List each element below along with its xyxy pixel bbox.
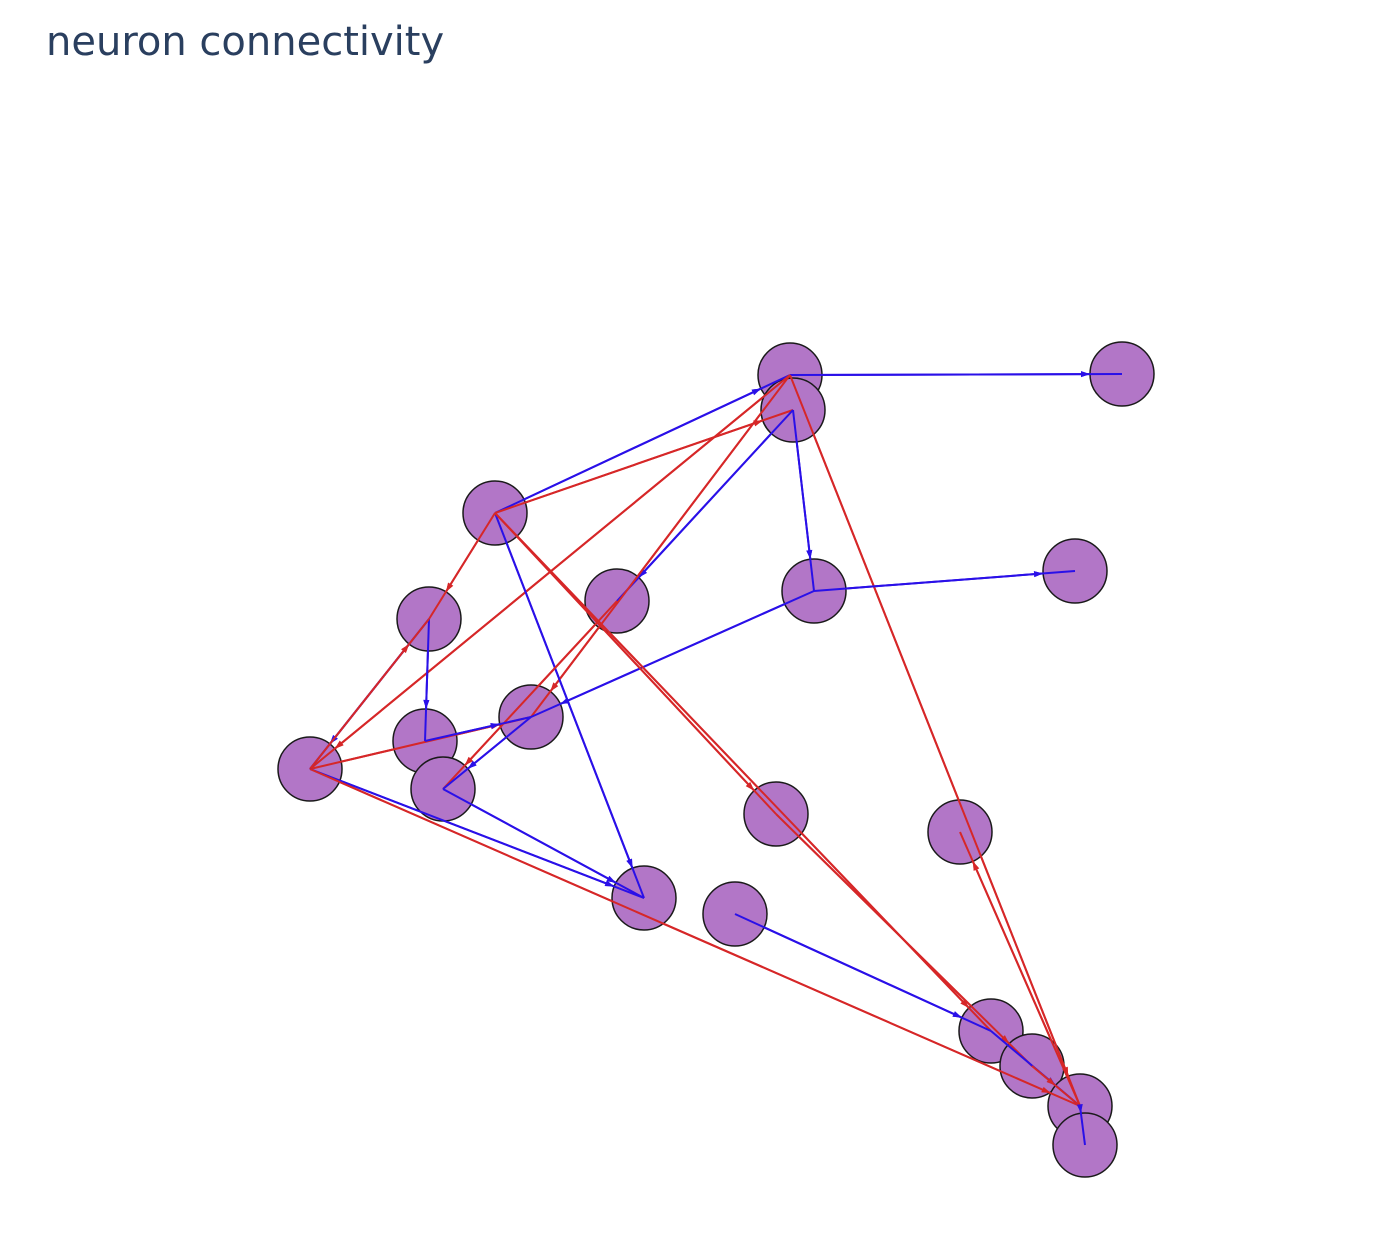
overlay-edge-n02-n07 <box>792 409 815 592</box>
overlay-edge-n12-n15 <box>309 768 645 899</box>
overlay-edge-n10-n09 <box>424 716 532 742</box>
overlay-edge-arrowhead-n04-n01 <box>751 388 762 396</box>
overlay-edge-n01-n19 <box>789 374 1081 1107</box>
overlay-edge-n06-n11 <box>442 600 618 790</box>
overlay-edge-arrowhead-n13-n18 <box>1000 1035 1010 1044</box>
overlay-edge-n01-n03 <box>789 373 1123 376</box>
overlay-edge-n04-n02 <box>494 409 794 514</box>
overlay-edge-n02-n06 <box>616 409 794 602</box>
overlay-edge-n04-n15 <box>494 512 645 899</box>
overlay-edge-arrowhead-n04-n15 <box>626 858 633 869</box>
overlay-edge-arrowhead-n01-n09 <box>550 682 559 692</box>
overlay-edge-n09-n11 <box>442 716 532 790</box>
overlay-edge-n07-n09 <box>530 590 815 718</box>
overlay-edge-arrowhead-n02-n07 <box>806 549 813 560</box>
overlay-edge-n12-n08 <box>309 618 430 770</box>
overlay-edge-n04-n01 <box>494 374 791 514</box>
overlay-edge-arrowhead-n01-n03 <box>1080 371 1091 378</box>
overlay-edge-n08-n10 <box>424 618 430 742</box>
overlay-edge-arrowhead-n04-n17 <box>960 999 969 1008</box>
overlay-edge-arrowhead-n09-n11 <box>467 760 477 769</box>
overlay-edge-arrowhead-n12-n19 <box>1041 1086 1051 1094</box>
overlay-edge-arrowhead-n19-n14 <box>972 861 980 871</box>
overlay-edge-arrowhead-n19-n20 <box>1076 1103 1083 1114</box>
overlay-edge-n13-n18 <box>775 813 1033 1067</box>
overlay-edge-arrowhead-n10-n09 <box>490 723 500 729</box>
overlay-edge-n18-n19 <box>1031 1065 1081 1107</box>
overlay-edge-arrowhead-n18-n19 <box>1046 1077 1056 1086</box>
overlay-edge-arrowhead-n16-n17 <box>952 1011 962 1018</box>
overlay-edge-n16-n17 <box>734 913 992 1032</box>
overlay-edge-arrowhead-n04-n13 <box>745 781 755 791</box>
overlay-edge-arrowhead-n02-n06 <box>638 568 647 578</box>
overlay-edge-arrowhead-n08-n10 <box>423 699 430 710</box>
overlay-edge-n01-n09 <box>530 374 791 718</box>
overlay-edge-arrowhead-n12-n08 <box>401 644 410 653</box>
overlay-edge-arrowhead-n04-n08 <box>445 582 454 592</box>
chart-title: neuron connectivity <box>46 19 445 65</box>
overlay-edge-arrowhead-n06-n11 <box>464 756 474 766</box>
overlay-edge-arrowhead-n01-n12 <box>334 740 344 749</box>
overlay-edge-arrowhead-n11-n15 <box>606 875 616 883</box>
nodes-layer <box>277 341 1155 1178</box>
edges-overlay-layer <box>309 371 1123 1146</box>
overlay-edge-n04-n08 <box>428 512 496 620</box>
overlay-edge-arrowhead-n12-n15 <box>604 880 615 887</box>
overlay-edge-arrowhead-n07-n05 <box>1033 571 1044 578</box>
overlay-edge-n19-n14 <box>959 831 1081 1107</box>
overlay-edge-n07-n05 <box>813 570 1076 592</box>
overlay-edge-n12-n19 <box>309 768 1081 1107</box>
